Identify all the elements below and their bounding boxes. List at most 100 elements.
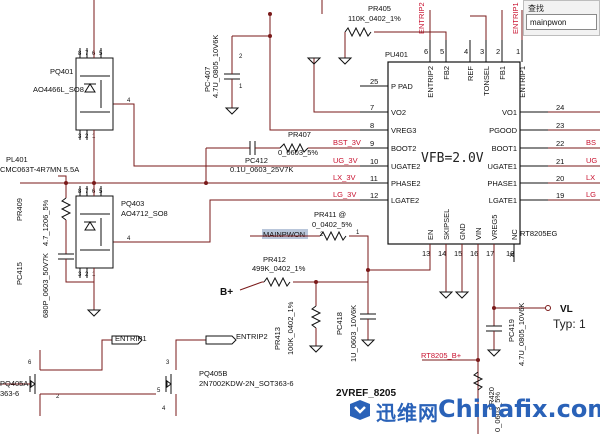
pq405b-part: 2N7002KDW-2N_SOT363-6 [199, 379, 294, 388]
pr413-resistor [310, 305, 322, 329]
pin-name: BOOT2 [391, 144, 416, 153]
controller-right-pins: 24VO123PGOOD22BOOT121UGATE120PHASE119LGA… [487, 103, 564, 205]
junction-dot [268, 34, 272, 38]
pq405a-pin-num: 2 [56, 394, 60, 400]
pin-number: 7 [85, 189, 89, 195]
net-mainpwon: MAINPWON [263, 230, 305, 239]
pin-number: 11 [370, 174, 378, 183]
pin-number: 19 [556, 191, 564, 200]
net-entrip1-top: ENTRIP1 [511, 2, 520, 34]
net-2vref-8205: 2VREF_8205 [336, 388, 396, 399]
pr412-part: 499K_0402_1% [252, 264, 306, 273]
pin-name: VO1 [502, 108, 517, 117]
pin-number: 2 [85, 272, 89, 278]
pr405-ref: PR405 [368, 4, 391, 13]
watermark-site-text: Chinafix.com [438, 395, 600, 423]
pin-name: PHASE1 [487, 179, 517, 188]
mainpwon-highlight [262, 229, 308, 239]
pin-number: 2 [496, 47, 500, 56]
pin-number: 9 [370, 139, 374, 148]
net-lg-right: LG [586, 190, 596, 199]
pr412-resistor [263, 276, 291, 288]
pc418-ref: PC418 [335, 312, 344, 335]
pq403-diode [84, 221, 96, 231]
pc412-ref: PC412 [245, 156, 268, 165]
ugate2-wire [113, 103, 360, 167]
pq405b-pin-num: 5 [157, 388, 161, 394]
pq405b-pin-num: 3 [166, 360, 170, 366]
pin-number: 6 [424, 47, 428, 56]
pl401-ref: PL401 [6, 155, 28, 164]
pq403-part: AO4712_SO8 [121, 209, 168, 218]
pin-name: ENTRIP2 [426, 66, 435, 98]
pin-number: 24 [556, 103, 564, 112]
pr407-ref: PR407 [288, 130, 311, 139]
pin-number: 7 [85, 51, 89, 57]
net-entrip2: ENTRIP2 [236, 332, 268, 341]
junction-dot [92, 181, 96, 185]
pr405-part: 110K_0402_1% [348, 14, 401, 23]
pr409-ref: PR409 [15, 198, 24, 221]
pin-number: 16 [470, 249, 478, 258]
pq405b-pin-num: 4 [162, 406, 166, 412]
pq401-body [75, 57, 114, 131]
pin-number: 14 [438, 249, 446, 258]
pr407-part: 0_0603_5% [278, 148, 318, 157]
pin-number: 8 [370, 121, 374, 130]
pc419-ref: PC419 [507, 319, 516, 342]
pin-number: 4 [127, 98, 131, 104]
pr407-resistor [279, 142, 309, 154]
find-panel: 查找 [523, 0, 600, 36]
net-bplus: B+ [220, 287, 233, 298]
pc407-part: 4.7U_0805_10V6K [211, 35, 220, 98]
pin-name: VREG5 [490, 215, 499, 240]
net-entrip1: ENTRIP1 [115, 334, 147, 343]
lgate2-wire [113, 199, 360, 243]
junction-dot [64, 181, 68, 185]
pr409-part: 4.7_1206_5% [41, 199, 50, 246]
vl-terminal [545, 305, 551, 311]
junction-dot [268, 12, 272, 16]
pin-number: 13 [422, 249, 430, 258]
nc-marker: × [509, 250, 514, 260]
entrip2-flag [205, 335, 237, 345]
pin-name: REF [466, 66, 475, 81]
pq403-body [75, 195, 114, 269]
pl401-wire [58, 175, 67, 183]
pr411-ref: PR411 @ [314, 210, 346, 219]
pr413-part: 100K_0402_1% [286, 301, 295, 355]
pc407-pin-num: 2 [239, 54, 243, 60]
ground-symbol [337, 57, 353, 65]
pin-number: 4 [127, 236, 131, 242]
entrip2-wire [175, 339, 206, 350]
pin-name: VIN [474, 227, 483, 240]
pin-name: NC [510, 229, 519, 240]
controller-ref: PU401 [385, 50, 408, 59]
pin-number: 3 [480, 47, 484, 56]
pq405b-arrow [166, 380, 172, 388]
pin-number: 8 [78, 189, 82, 195]
pin-number: 17 [486, 249, 494, 258]
bplus-wire [239, 281, 263, 291]
controller-left-pins: 25P PAD7VO28VREG39BOOT210UGATE211PHASE21… [360, 77, 421, 205]
vfb-label: VFB=2.0V [421, 151, 484, 166]
net-rt8205-bplus: RT8205_B+ [421, 351, 462, 360]
ground-symbol [438, 291, 454, 299]
controller-part: RT8205EG [520, 229, 558, 238]
watermark-logo-text: 迅维网 [376, 403, 439, 425]
pin-number: 8 [78, 51, 82, 57]
vreg3-wire [269, 14, 360, 131]
find-input[interactable] [526, 14, 597, 30]
pin-name: UGATE2 [391, 162, 420, 171]
tonsel-wire [470, 15, 487, 40]
net-entrip2-top: ENTRIP2 [417, 2, 426, 34]
pin-number: 3 [78, 272, 82, 278]
en-wire [368, 244, 431, 271]
net-vl: VL [560, 304, 573, 315]
vo2-wire [313, 58, 360, 113]
pc407-pin-num: 1 [239, 84, 243, 90]
ground-symbol [360, 339, 376, 347]
pin-number: 22 [556, 139, 564, 148]
pq405b-ref: PQ405B [199, 369, 227, 378]
